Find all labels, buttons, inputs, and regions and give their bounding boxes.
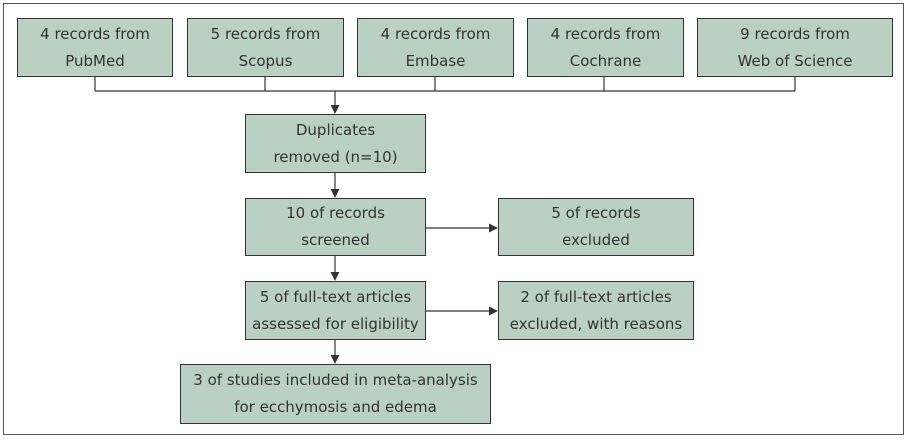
- source-count: 4 records from: [550, 24, 661, 43]
- source-box-pubmed: 4 records from PubMed: [17, 18, 173, 77]
- screened-line2: screened: [301, 231, 370, 249]
- source-box-web-of-science: 9 records from Web of Science: [697, 18, 893, 77]
- source-name: PubMed: [65, 51, 125, 70]
- excluded-fulltext-box: 2 of full-text articles excluded, with r…: [498, 281, 694, 340]
- source-name: Web of Science: [737, 51, 853, 70]
- source-count: 5 records from: [210, 24, 321, 43]
- fulltext-box: 5 of full-text articles assessed for eli…: [245, 281, 426, 340]
- included-line1: 3 of studies included in meta-analysis: [193, 371, 478, 389]
- source-count: 4 records from: [40, 24, 150, 43]
- excluded-records-line1: 5 of records: [551, 204, 641, 222]
- screened-line1: 10 of records: [286, 204, 385, 222]
- excluded-records-box: 5 of records excluded: [498, 198, 694, 256]
- source-name: Embase: [405, 51, 466, 70]
- source-box-embase: 4 records from Embase: [357, 18, 514, 77]
- excluded-fulltext-line2: excluded, with reasons: [509, 314, 683, 333]
- fulltext-line2: assessed for eligibility: [252, 314, 419, 333]
- excluded-fulltext-line1: 2 of full-text articles: [520, 287, 672, 306]
- duplicates-line2: removed (n=10): [273, 147, 398, 166]
- fulltext-line1: 5 of full-text articles: [259, 287, 412, 306]
- screened-box: 10 of records screened: [245, 198, 426, 256]
- duplicates-line1: Duplicates: [295, 120, 376, 139]
- diagram-frame: [3, 3, 904, 435]
- source-count: 9 records from: [740, 24, 850, 43]
- duplicates-box: Duplicates removed (n=10): [245, 114, 426, 173]
- excluded-records-line2: excluded: [562, 231, 630, 249]
- source-name: Scopus: [238, 51, 293, 70]
- source-name: Cochrane: [569, 51, 642, 70]
- source-box-cochrane: 4 records from Cochrane: [527, 18, 684, 77]
- source-box-scopus: 5 records from Scopus: [187, 18, 344, 77]
- included-line2: for ecchymosis and edema: [234, 398, 437, 416]
- source-count: 4 records from: [380, 24, 491, 43]
- included-box: 3 of studies included in meta-analysis f…: [180, 364, 491, 424]
